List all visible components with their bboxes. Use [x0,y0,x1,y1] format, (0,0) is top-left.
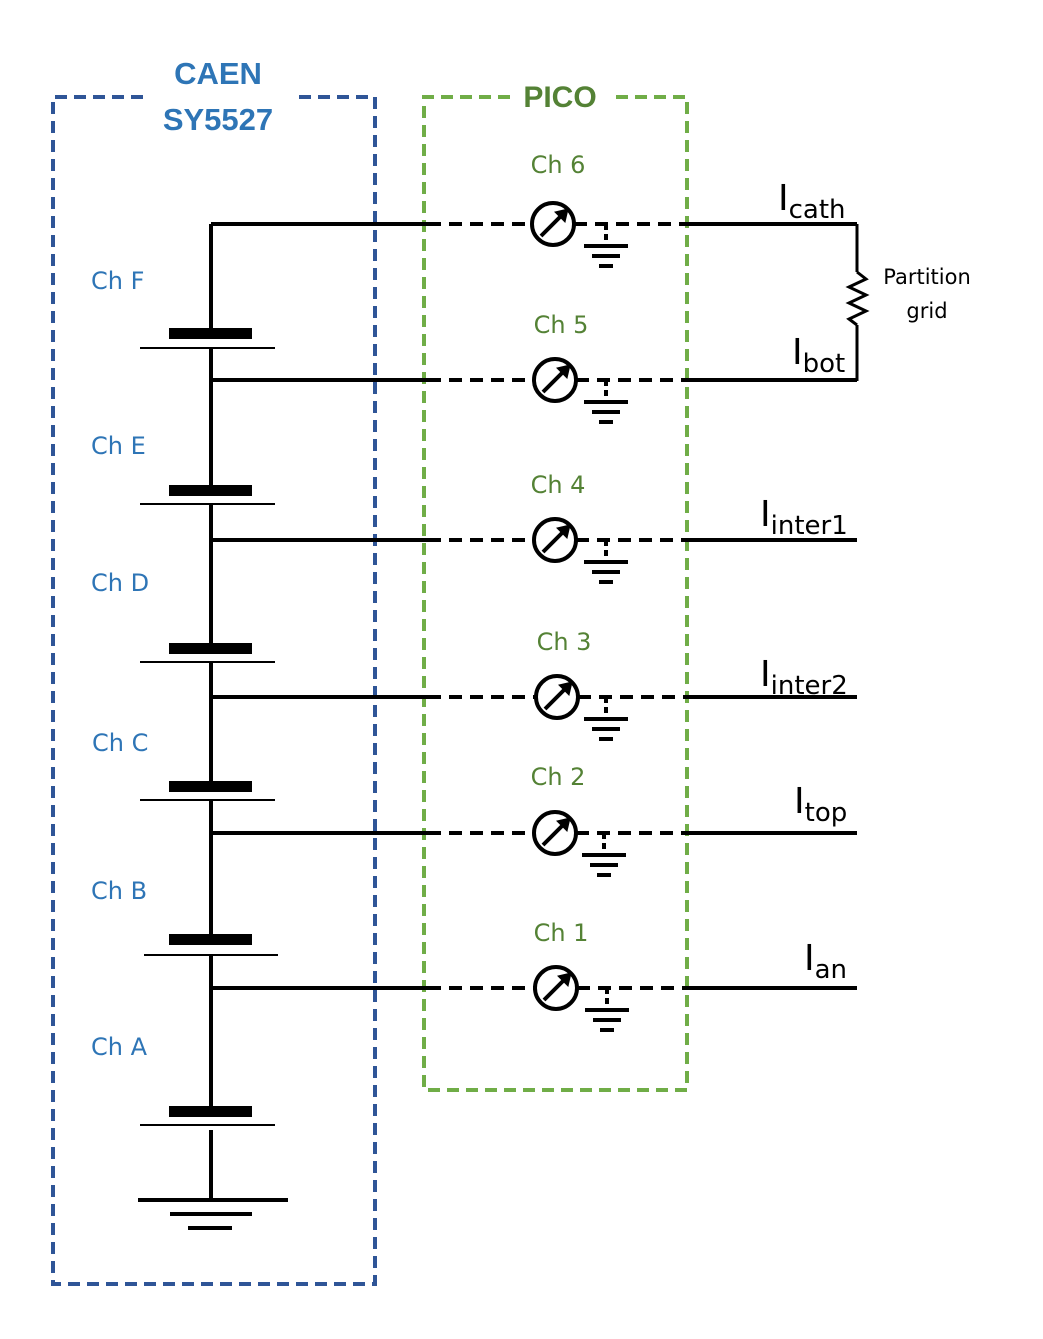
ground-icon [585,988,629,1032]
current-label-inter1: Iinter1 [760,494,848,541]
partition-grid-label-line2: grid [906,299,947,323]
ammeter-icon [532,517,578,563]
battery-c-plate [169,781,252,792]
current-label-bot: Ibot [792,332,845,379]
caen-channel-c: Ch C [92,729,148,757]
partition-grid-label-line1: Partition [883,265,971,289]
caen-channel-f: Ch F [91,267,144,295]
current-label-an: Ian [804,938,847,985]
caen-channel-e: Ch E [91,432,146,460]
channel-row-inter1 [211,517,857,584]
ground-icon [584,697,628,741]
partition-grid-resistor [845,224,870,381]
channel-row-top [211,810,857,877]
pico-box [422,95,689,1092]
caen-box [51,95,377,1286]
ammeter-icon [533,965,579,1011]
ammeter-icon [532,357,578,403]
ground-icon [582,833,626,877]
caen-channel-d: Ch D [91,569,149,597]
channel-row-bot [211,357,857,424]
pico-channel-2: Ch 2 [531,763,586,791]
ammeter-icon [530,201,576,247]
pico-channel-5: Ch 5 [534,311,589,339]
battery-e-plate [169,485,252,496]
pico-channel-3: Ch 3 [537,628,592,656]
pico-channel-1: Ch 1 [534,919,589,947]
current-label-top: Itop [794,781,847,828]
ammeter-icon [534,674,580,720]
channel-row-an [211,965,857,1032]
pico-channel-6: Ch 6 [531,151,586,179]
ground-icon [584,224,628,268]
battery-stack [140,224,278,1200]
channel-rows [211,201,857,1032]
battery-a-plate [169,1106,252,1117]
current-label-cath: Icath [778,178,846,225]
ground-icon [584,540,628,584]
pico-channel-4: Ch 4 [531,471,586,499]
ammeter-icon [532,810,578,856]
current-label-inter2: Iinter2 [760,654,848,701]
caen-title-line2: SY5527 [163,102,273,137]
caen-channel-a: Ch A [91,1033,148,1061]
pico-title: PICO [523,81,596,114]
ground-icon [138,1198,288,1230]
battery-b-plate [169,934,252,945]
battery-f-plate [169,328,252,339]
caen-title-line1: CAEN [174,56,262,91]
battery-d-plate [169,643,252,654]
channel-row-cath [211,201,857,268]
ground-icon [584,380,628,424]
channel-row-inter2 [211,674,857,741]
caen-channel-b: Ch B [91,877,147,905]
